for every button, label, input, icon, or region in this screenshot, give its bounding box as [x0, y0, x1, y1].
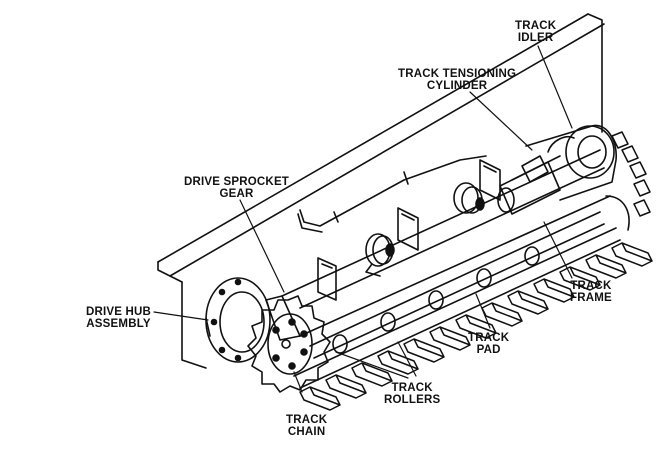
track-pad-shoe — [621, 145, 639, 163]
label-track-rollers: TRACK ROLLERS — [384, 382, 441, 406]
leader-track-idler — [537, 45, 573, 129]
label-track-frame: TRACK FRAME — [570, 280, 612, 304]
tensioning-cylinder — [497, 155, 561, 215]
label-track-chain: TRACK CHAIN — [286, 414, 328, 438]
leader-drive-hub-assembly — [153, 311, 209, 321]
track-frame-beam — [265, 149, 611, 341]
track-pad-shoe — [325, 374, 367, 399]
track-pad-shoe — [403, 338, 445, 363]
carrier-roller-1 — [365, 233, 395, 277]
track-pad-shoe — [585, 254, 627, 279]
track-pad-shoe — [299, 386, 341, 411]
drive-hub-disc — [205, 277, 271, 363]
leader-track-pad — [475, 293, 491, 329]
label-track-tensioning-cylinder: TRACK TENSIONING CYLINDER — [398, 68, 517, 92]
leader-track-tensioning-cylinder — [469, 91, 533, 151]
track-pad-shoe — [481, 302, 523, 327]
track-pad-shoe — [633, 199, 651, 217]
track-idler-wheel — [525, 124, 617, 201]
label-track-idler: TRACK IDLER — [515, 20, 557, 44]
leader-track-chain — [293, 371, 303, 393]
frame-brackets — [317, 159, 501, 301]
leader-track-rollers-1 — [335, 351, 409, 379]
hydraulic-line — [297, 155, 487, 233]
track-pad-shoe — [351, 362, 393, 387]
label-track-pad: TRACK PAD — [468, 332, 510, 356]
track-pad-shoe — [533, 278, 575, 303]
track-pad-shoe — [507, 290, 549, 315]
track-chain — [293, 195, 630, 389]
track-pad-shoe — [429, 326, 471, 351]
machine-body-panel — [157, 13, 605, 369]
track-pad-shoe — [377, 350, 419, 375]
track-pad-shoe — [633, 179, 651, 197]
track-pad-shoe — [611, 131, 629, 149]
label-drive-hub-assembly: DRIVE HUB ASSEMBLY — [86, 306, 152, 330]
leader-track-frame — [543, 221, 573, 279]
track-pad-shoe — [629, 161, 647, 179]
leader-drive-sprocket-gear — [239, 199, 285, 293]
label-drive-sprocket-gear: DRIVE SPROCKET GEAR — [184, 176, 290, 200]
track-pad-shoe — [611, 242, 653, 267]
carrier-roller-2 — [453, 182, 485, 214]
leader-track-rollers-2 — [397, 341, 417, 377]
track-pad-shoe — [455, 314, 497, 339]
drive-sprocket-gear — [247, 295, 331, 393]
